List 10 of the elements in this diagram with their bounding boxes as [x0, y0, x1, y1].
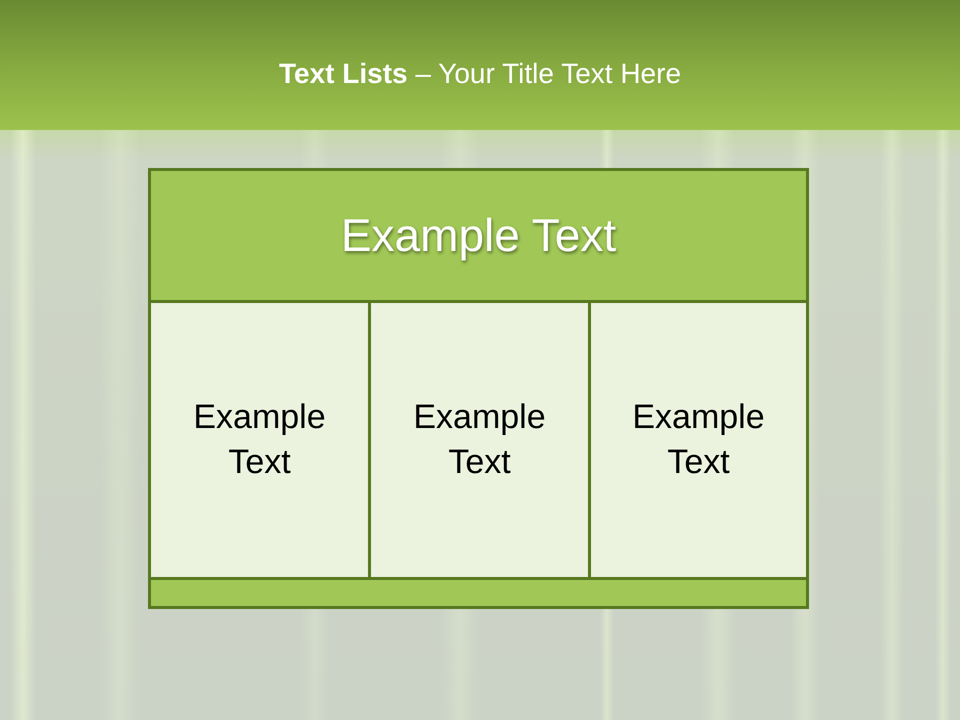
slide-title: Text Lists – Your Title Text Here: [278, 57, 682, 91]
cell-text: Example Text: [412, 397, 547, 483]
header-box: [148, 168, 809, 303]
text-cell: [148, 300, 371, 580]
header-text: Example Text: [340, 208, 616, 263]
footer-bar: [148, 577, 809, 609]
cell-text: Example Text: [192, 397, 327, 483]
text-cell: [588, 300, 809, 580]
cell-text: Example Text: [631, 397, 766, 483]
text-cell: [368, 300, 591, 580]
